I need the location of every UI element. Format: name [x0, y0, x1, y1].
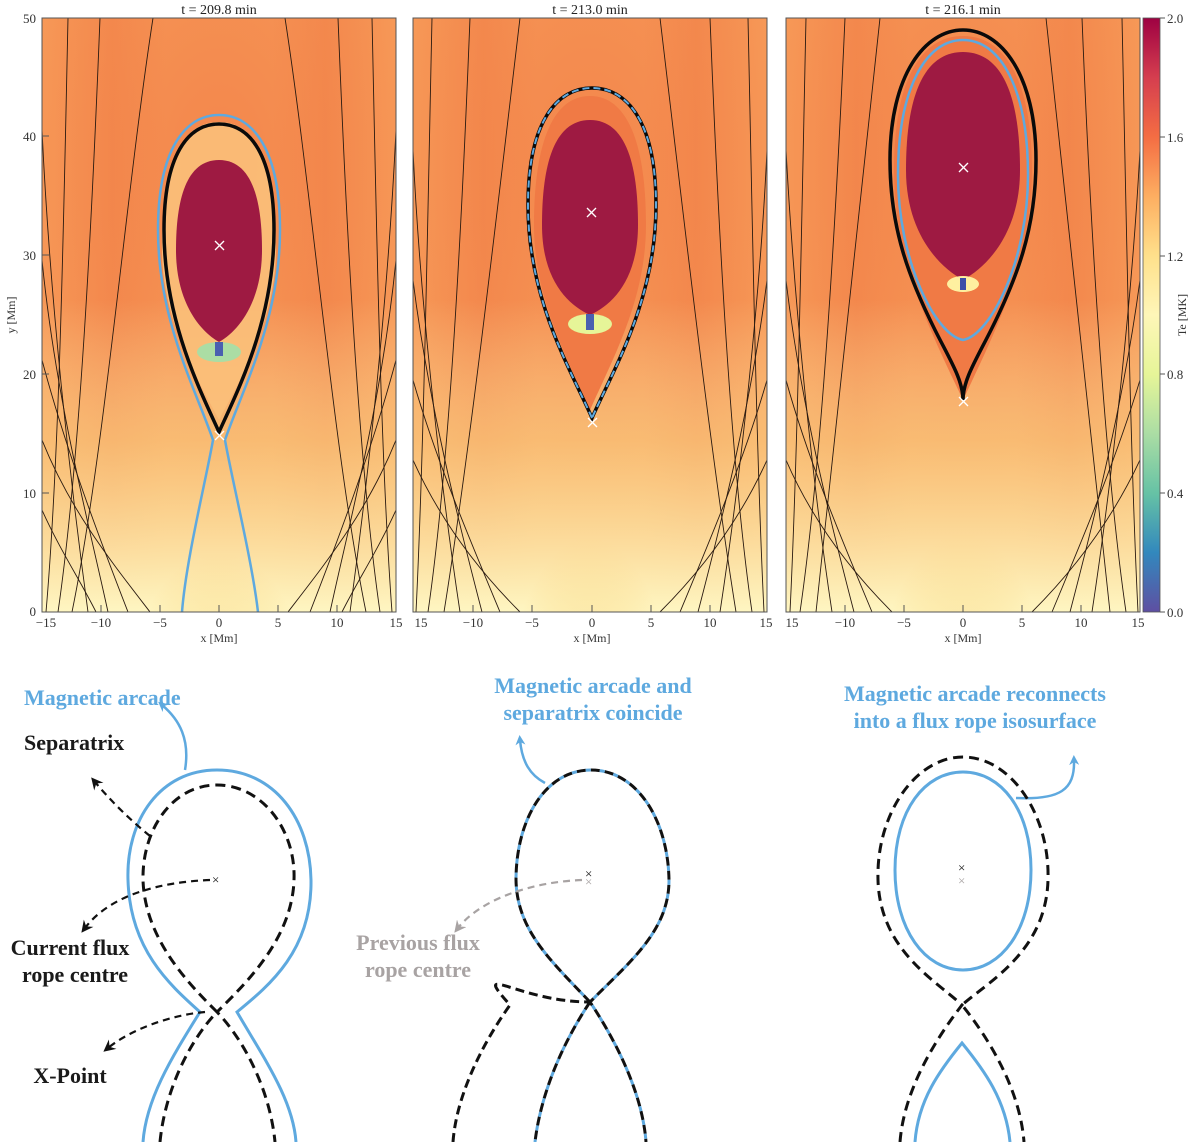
svg-text:x [Mm]: x [Mm]: [945, 631, 982, 645]
field-lines: [42, 18, 396, 612]
svg-text:10: 10: [704, 615, 717, 630]
svg-text:−5: −5: [153, 615, 167, 630]
previous-centre-marker: ×: [958, 873, 965, 888]
svg-text:15: 15: [760, 615, 773, 630]
svg-text:0: 0: [960, 615, 967, 630]
label-x-point: X-Point: [33, 1063, 107, 1088]
flux-rope-centre-marker: [586, 207, 597, 218]
panel-3-heatmap: [786, 18, 1140, 612]
label-reconnects-2: into a flux rope isosurface: [854, 708, 1097, 733]
svg-text:1.6: 1.6: [1167, 130, 1184, 145]
svg-text:15: 15: [390, 615, 403, 630]
svg-text:20: 20: [23, 367, 36, 382]
magnetic-arcade-line: [896, 38, 1030, 342]
magnetic-arcade-line: [156, 113, 282, 612]
svg-text:−10: −10: [463, 615, 483, 630]
svg-text:0: 0: [30, 604, 37, 619]
x-axis-label: x [Mm]: [201, 631, 238, 645]
svg-text:2.0: 2.0: [1167, 11, 1183, 26]
svg-text:30: 30: [23, 248, 36, 263]
label-coincide-2: separatrix coincide: [503, 700, 682, 725]
separatrix-line: [888, 28, 1038, 401]
x-point-marker: [214, 430, 225, 441]
label-coincide-1: Magnetic arcade and: [494, 673, 692, 698]
flux-rope-centre-marker: [214, 240, 225, 251]
panel-2-heatmap: [413, 18, 767, 612]
svg-text:10: 10: [331, 615, 344, 630]
svg-text:1.2: 1.2: [1167, 249, 1183, 264]
schematic-left: Magnetic arcade Separatrix × Current flu…: [11, 685, 313, 1143]
panel-3: t = 216.1 min: [785, 3, 1145, 645]
svg-text:0: 0: [589, 615, 596, 630]
svg-text:−10: −10: [91, 615, 111, 630]
panel-1: t = 209.8 min: [4, 3, 403, 645]
label-reconnects-1: Magnetic arcade reconnects: [844, 681, 1106, 706]
separatrix-line: [876, 755, 1050, 1143]
label-current-centre-2: rope centre: [22, 962, 128, 987]
svg-text:−5: −5: [525, 615, 539, 630]
y-axis-label: y [Mm]: [4, 297, 18, 334]
label-current-centre-1: Current flux: [11, 935, 130, 960]
svg-text:0.0: 0.0: [1167, 605, 1183, 620]
panel-2-title: t = 213.0 min: [552, 3, 628, 18]
svg-text:10: 10: [23, 486, 36, 501]
svg-text:−5: −5: [897, 615, 911, 630]
separatrix-arcade-coincident-line: [526, 86, 658, 421]
panel-3-x-axis: 15 −10 −5 0 5 10 15 x [Mm]: [786, 605, 1145, 645]
current-centre-marker: ×: [212, 872, 219, 887]
svg-text:5: 5: [275, 615, 282, 630]
svg-text:−15: −15: [36, 615, 56, 630]
panel-1-x-axis: −15 −10 −5 0 5 10 15 x [Mm]: [36, 605, 403, 645]
schematic-right: Magnetic arcade reconnects into a flux r…: [844, 681, 1106, 1143]
label-previous-centre-2: rope centre: [365, 957, 471, 982]
panel-1-y-axis: 0 10 20 30 40 50 y [Mm]: [4, 11, 49, 619]
svg-text:15: 15: [786, 615, 799, 630]
separatrix-line: [162, 122, 276, 437]
previous-centre-marker: ×: [585, 874, 592, 889]
svg-text:15: 15: [1132, 615, 1145, 630]
coincident-line: [514, 768, 671, 1143]
schematic-middle: Magnetic arcade and separatrix coincide …: [356, 673, 692, 1143]
label-separatrix: Separatrix: [24, 730, 124, 755]
current-centre-marker: ×: [585, 866, 592, 881]
svg-text:−10: −10: [835, 615, 855, 630]
svg-text:0.4: 0.4: [1167, 486, 1184, 501]
svg-text:10: 10: [1075, 615, 1088, 630]
panel-2-x-axis: 15 −10 −5 0 5 10 15 x [Mm]: [415, 605, 773, 645]
svg-text:50: 50: [23, 11, 36, 26]
svg-text:40: 40: [23, 129, 36, 144]
colorbar: 2.0 1.6 1.2 0.8 0.4 0.0 Te [MK]: [1142, 11, 1189, 620]
svg-text:0: 0: [216, 615, 223, 630]
label-previous-centre-1: Previous flux: [356, 930, 480, 955]
colorbar-label: Te [MK]: [1175, 294, 1189, 336]
x-point-marker: [587, 417, 598, 428]
panel-2: t = 213.0 min: [412, 3, 773, 645]
svg-text:15: 15: [415, 615, 428, 630]
flux-rope-isosurface-line: [893, 770, 1033, 972]
svg-text:x [Mm]: x [Mm]: [574, 631, 611, 645]
current-centre-marker: ×: [958, 860, 965, 875]
svg-text:5: 5: [1019, 615, 1026, 630]
panel-1-heatmap: [42, 18, 396, 612]
separatrix-line: [141, 783, 296, 1143]
field-lines: [413, 18, 767, 612]
flux-rope-centre-marker: [958, 162, 969, 173]
label-magnetic-arcade: Magnetic arcade: [24, 685, 181, 710]
field-lines: [786, 18, 1140, 612]
svg-text:0.8: 0.8: [1167, 367, 1183, 382]
lower-arcade-line: [913, 1040, 1012, 1143]
panel-1-title: t = 209.8 min: [181, 3, 257, 18]
panel-3-title: t = 216.1 min: [925, 3, 1001, 18]
svg-text:5: 5: [648, 615, 655, 630]
x-point-marker: [958, 396, 969, 407]
